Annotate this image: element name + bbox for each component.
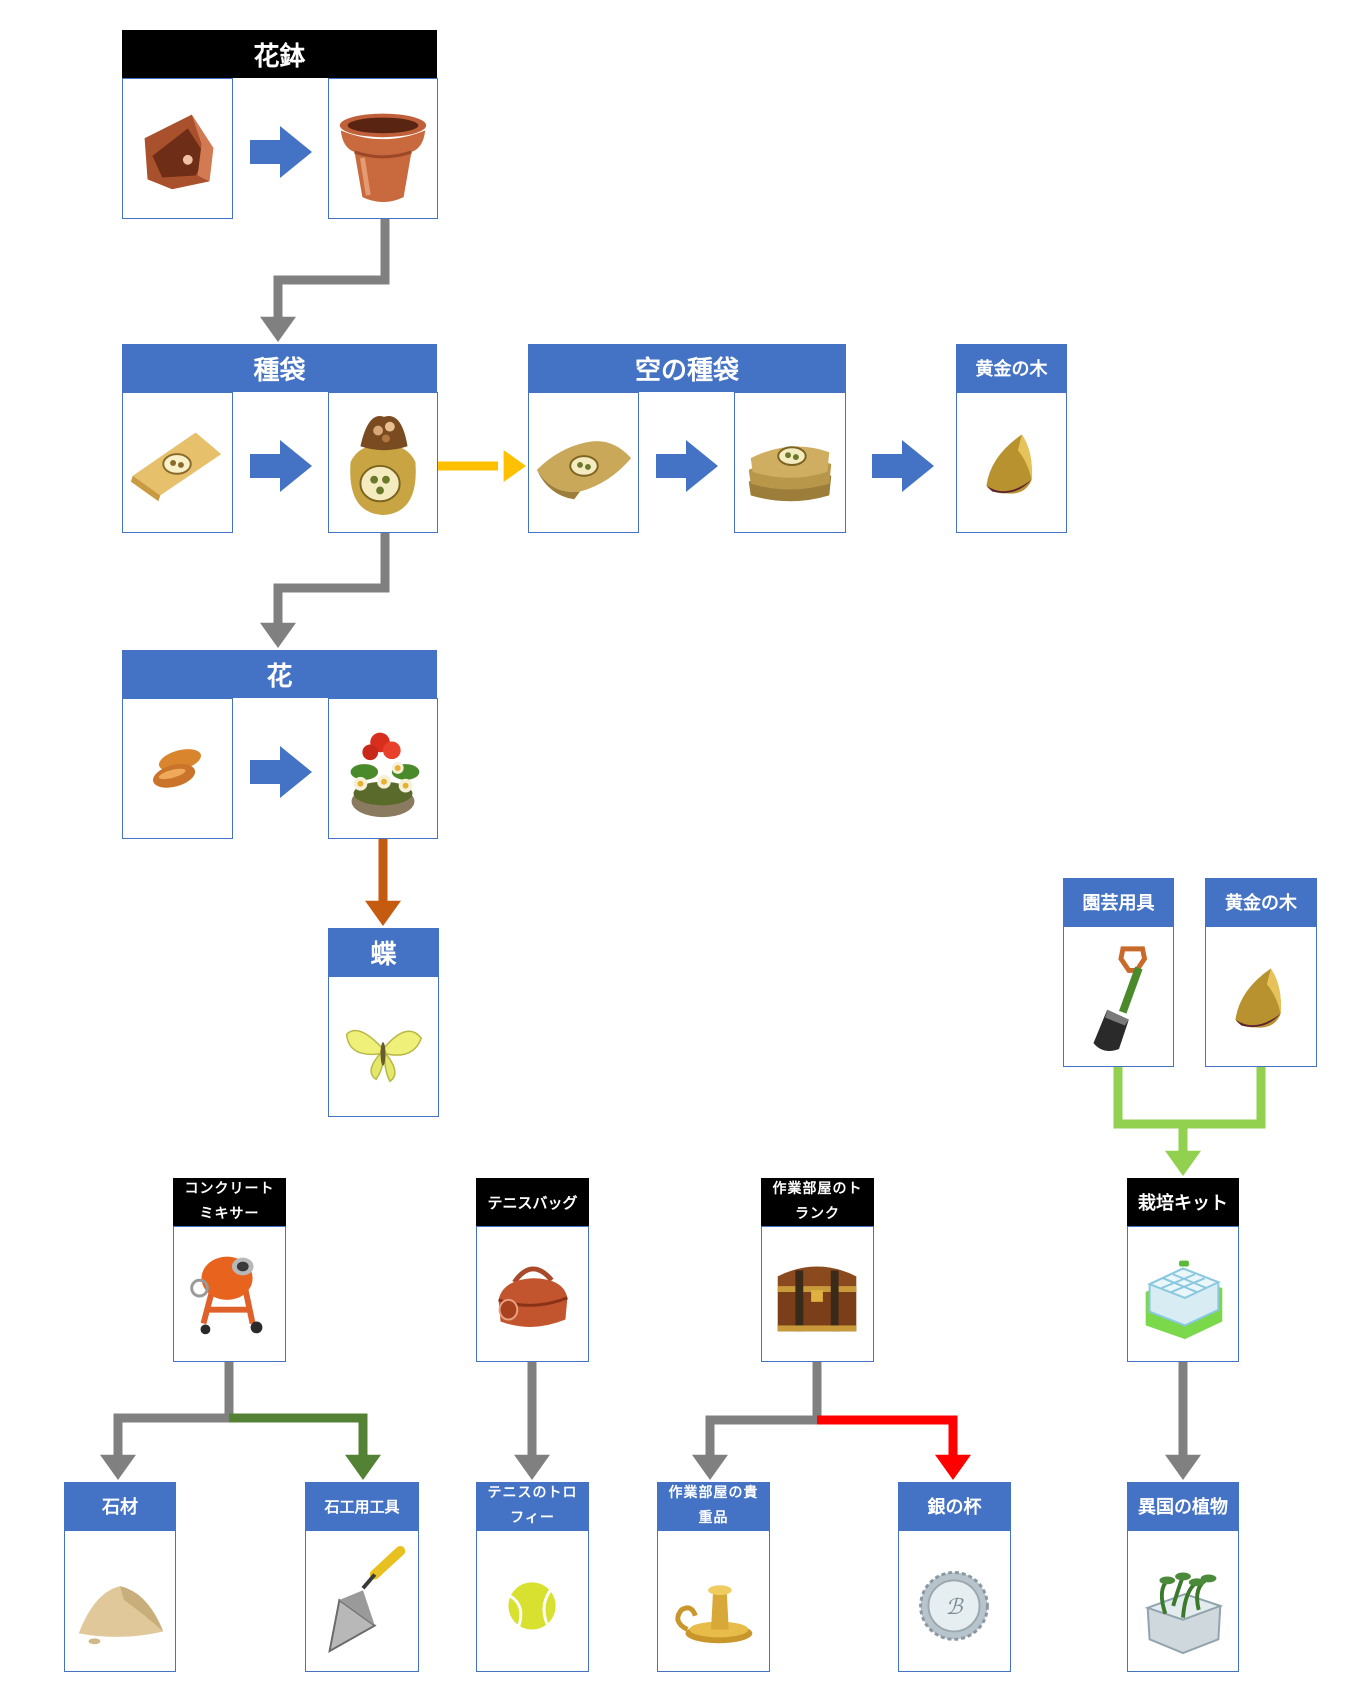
exotic-plant-header: 異国の植物 bbox=[1127, 1482, 1239, 1530]
golden-tree-right-header: 黄金の木 bbox=[1205, 878, 1317, 926]
cultivation-kit-header: 栽培キット bbox=[1127, 1178, 1239, 1226]
golden-seed-top-cell[interactable] bbox=[956, 392, 1067, 533]
transform-arrow bbox=[250, 746, 312, 798]
workshop-valuables-header: 作業部屋の貴重品 bbox=[657, 1482, 770, 1530]
candlestick-cell[interactable] bbox=[657, 1530, 770, 1672]
tennis-bag-header: テニスバッグ bbox=[476, 1178, 589, 1226]
seed-tray-cell[interactable] bbox=[1127, 1226, 1239, 1362]
gray-arrowhead bbox=[514, 1454, 550, 1480]
seed-packet-cell[interactable] bbox=[122, 392, 233, 533]
empty-sack-cell[interactable] bbox=[528, 392, 639, 533]
concrete-mixer-header: コンクリートミキサー bbox=[173, 1178, 286, 1226]
stone-header: 石材 bbox=[64, 1482, 176, 1530]
transform-arrow bbox=[250, 126, 312, 178]
pot-shard-cell[interactable] bbox=[122, 78, 233, 219]
seed-sack-cell[interactable] bbox=[328, 392, 438, 533]
svg-text:ℬ: ℬ bbox=[946, 1595, 965, 1620]
sand-pile-cell[interactable] bbox=[64, 1530, 176, 1672]
trowel-icon bbox=[328, 1545, 406, 1654]
seed-packet-icon bbox=[130, 432, 222, 502]
seed-sack-icon bbox=[350, 416, 416, 516]
silver-plate-icon: ℬ bbox=[919, 1571, 989, 1641]
tennis-ball-icon bbox=[508, 1582, 556, 1630]
transform-arrow bbox=[250, 440, 312, 492]
silver-plate-cell[interactable]: ℬ bbox=[898, 1530, 1011, 1672]
shovel-icon bbox=[1093, 946, 1148, 1051]
tennis-trophy-header: テニスのトロフィー bbox=[476, 1482, 589, 1530]
empty-seed-bag-header: 空の種袋 bbox=[528, 344, 846, 392]
yellow-arrowhead bbox=[503, 450, 526, 482]
shovel-cell[interactable] bbox=[1063, 926, 1174, 1067]
gray-arrowhead bbox=[260, 622, 296, 648]
gray-arrowhead bbox=[260, 316, 296, 342]
workshop-trunk-header: 作業部屋のトランク bbox=[761, 1178, 874, 1226]
broken-pot-shard-icon bbox=[144, 114, 214, 190]
gray-arrowhead bbox=[100, 1454, 136, 1480]
seed-bag-header: 種袋 bbox=[122, 344, 437, 392]
flower-header: 花 bbox=[122, 650, 437, 698]
gray-connector bbox=[705, 1362, 822, 1456]
green-arrowhead bbox=[345, 1454, 381, 1480]
silver-cup-header: 銀の杯 bbox=[898, 1482, 1011, 1530]
sprout-tray-icon bbox=[1144, 1572, 1224, 1655]
green-connector bbox=[229, 1413, 368, 1456]
seed-tray-icon bbox=[1145, 1260, 1223, 1340]
bean-seed-cell[interactable] bbox=[122, 698, 233, 839]
empty-sack-icon bbox=[536, 441, 632, 500]
red-arrowhead bbox=[935, 1454, 971, 1480]
transform-arrow bbox=[656, 440, 718, 492]
sand-pile-icon bbox=[78, 1586, 164, 1645]
butterfly-icon bbox=[345, 1029, 423, 1083]
treasure-trunk-icon bbox=[777, 1266, 857, 1332]
mason-tools-header: 石工用工具 bbox=[305, 1482, 419, 1530]
treasure-trunk-cell[interactable] bbox=[761, 1226, 874, 1362]
golden-tree-top-header: 黄金の木 bbox=[956, 344, 1067, 392]
green-connector bbox=[1113, 1067, 1266, 1129]
clay-pot-cell[interactable] bbox=[328, 78, 438, 219]
orange-arrowhead bbox=[365, 900, 401, 926]
bean-seed-icon bbox=[153, 749, 201, 788]
flowerpot-header: 花鉢 bbox=[122, 30, 437, 78]
green-arrowhead bbox=[1165, 1150, 1201, 1176]
clay-flowerpot-icon bbox=[339, 113, 427, 203]
flower-planter-cell[interactable] bbox=[328, 698, 438, 839]
gray-arrowhead bbox=[692, 1454, 728, 1480]
stacked-sacks-cell[interactable] bbox=[734, 392, 846, 533]
golden-seed-icon bbox=[1235, 968, 1281, 1028]
tennis-ball-cell[interactable] bbox=[476, 1530, 589, 1672]
gray-connector bbox=[113, 1362, 234, 1456]
transform-arrow bbox=[872, 440, 934, 492]
flower-planter-icon bbox=[350, 732, 420, 818]
red-connector bbox=[817, 1415, 958, 1456]
trowel-cell[interactable] bbox=[305, 1530, 419, 1672]
butterfly-header: 蝶 bbox=[328, 928, 439, 976]
gray-arrowhead bbox=[1165, 1454, 1201, 1480]
stacked-sacks-icon bbox=[748, 446, 832, 502]
candlestick-icon bbox=[675, 1585, 753, 1644]
gray-connector bbox=[273, 533, 390, 624]
golden-seed-icon bbox=[986, 434, 1032, 494]
golden-seed-right-cell[interactable] bbox=[1205, 926, 1317, 1067]
gray-connector bbox=[273, 219, 390, 318]
gardening-tools-header: 園芸用具 bbox=[1063, 878, 1174, 926]
tennis-bag-icon bbox=[498, 1266, 568, 1327]
cement-mixer-icon bbox=[190, 1256, 263, 1335]
sprout-tray-cell[interactable] bbox=[1127, 1530, 1239, 1672]
cement-mixer-cell[interactable] bbox=[173, 1226, 286, 1362]
tennis-bag-cell[interactable] bbox=[476, 1226, 589, 1362]
butterfly-cell[interactable] bbox=[328, 976, 439, 1117]
